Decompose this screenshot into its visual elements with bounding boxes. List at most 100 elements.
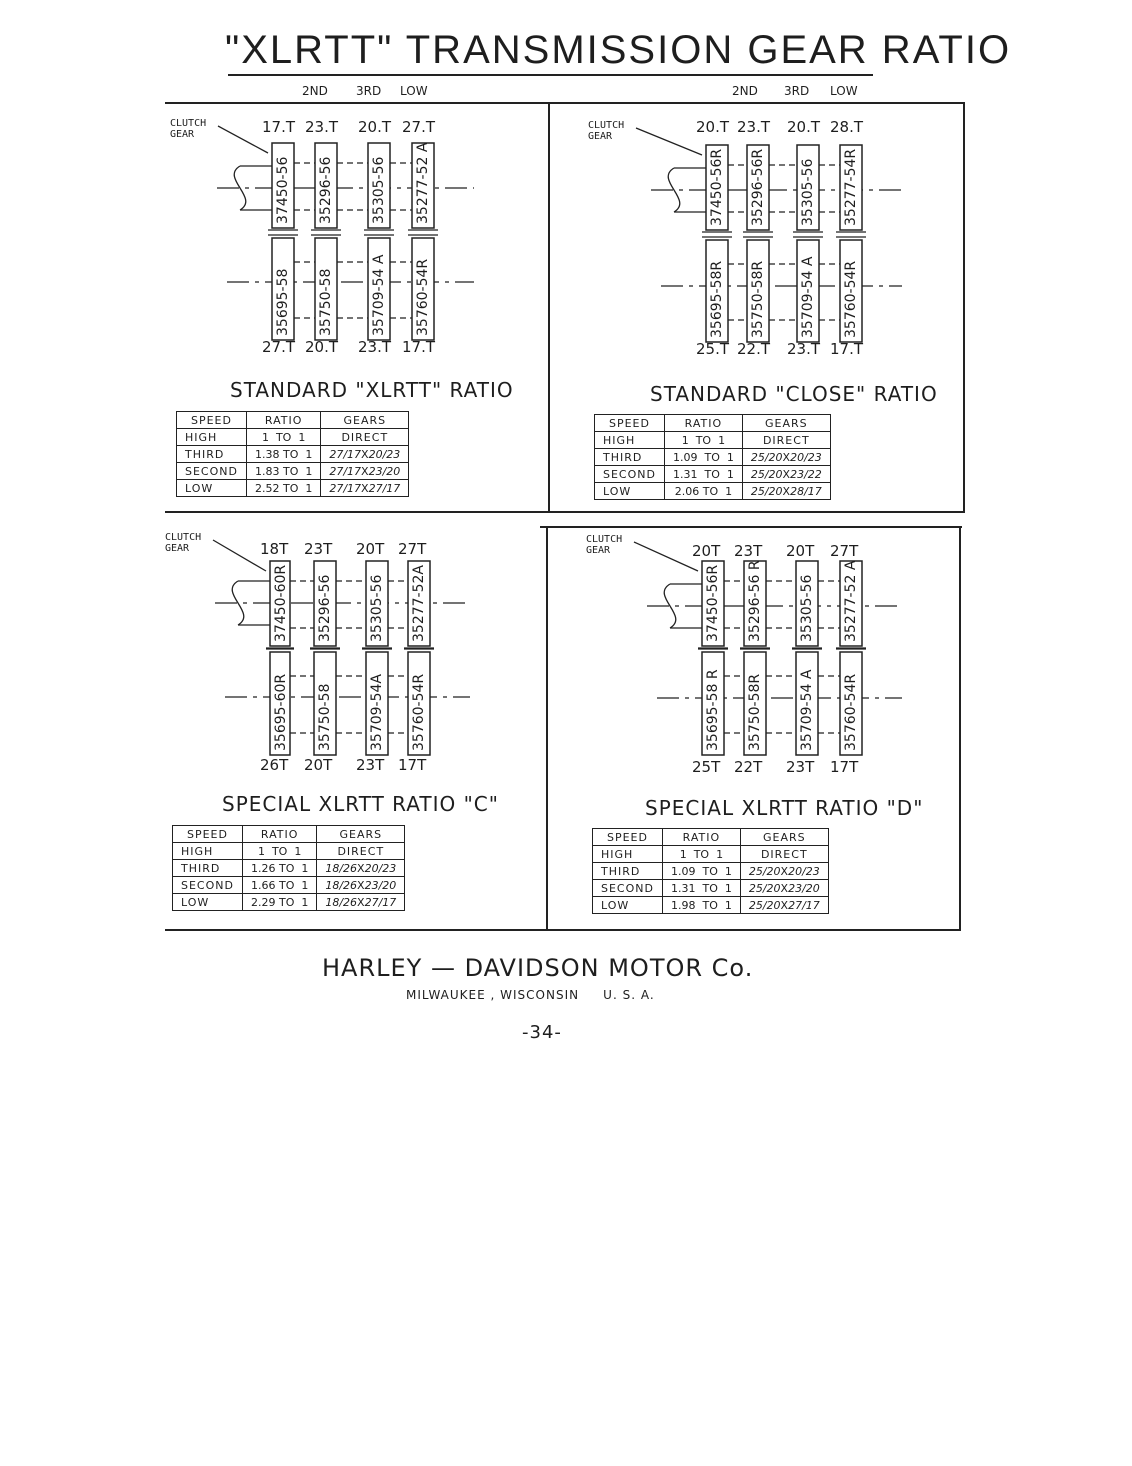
ratio-cell: 1.31 TO 1 [661,879,741,897]
table-header-cell: GEARS [316,825,406,843]
gear-fraction-1: 25/20 [748,864,781,878]
frame-right-line [963,102,965,512]
gear-multiply: X [361,447,369,461]
bottom-teeth-label: 23.T [787,340,821,358]
lower-gear-part-number: 35695-58R [709,260,725,338]
gear-multiply: X [780,864,789,878]
upper-gear-part-number: 35296-56 R [747,560,763,642]
bottom-teeth-label: 22T [734,758,763,776]
ratio-cell: 1 TO 1 [241,842,318,860]
upper-gear-part-number: 35277-54R [843,148,859,226]
gear-fraction-2: 20/23 [790,450,822,464]
speed-cell: THIRD [172,859,243,877]
gear-fraction-2: 20/23 [788,864,820,878]
speed-cell: SECOND [176,462,247,480]
gear-fraction-2: 23/22 [790,467,822,481]
gear-multiply: X [782,484,791,498]
gear-multiply: X [780,898,789,912]
ratio-cell: 1.09 TO 1 [663,448,743,466]
table-header-cell: GEARS [741,414,831,432]
footer-company: HARLEY — DAVIDSON MOTOR Co. [322,954,754,982]
upper-gear-part-number: 37450-60R [273,564,289,642]
gear-multiply: X [780,881,789,895]
frame-bottom-line [165,929,961,931]
upper-gear-part-number: 35296-56 [318,156,334,224]
ratio-cell: 1.31 TO 1 [663,465,743,483]
top-teeth-label: 23.T [305,118,339,136]
table-header-cell: SPEED [594,414,665,432]
speed-cell: SECOND [172,876,243,894]
gear-fraction-2: 27/17 [368,481,401,495]
bottom-teeth-label: 23T [786,758,815,776]
speed-cell: THIRD [176,445,247,463]
lower-gear-part-number: 35709-54 A [799,669,815,751]
speed-cell: SECOND [592,879,663,897]
lower-gear-part-number: 35709-54 A [800,256,816,338]
gears-direct: DIRECT [341,430,389,444]
upper-gear-part-number: 37450-56 [275,156,291,224]
upper-gear-part-number: 35305-56 [369,574,385,642]
table-header-cell: SPEED [592,828,663,846]
gear-multiply: X [782,450,791,464]
frame-top-line [165,102,965,104]
gear-multiply: X [357,878,365,892]
ratio-cell: 2.52 TO 1 [245,479,322,497]
ratio-cell: 2.06 TO 1 [663,482,743,500]
lower-gear-part-number: 35695-58 R [705,669,721,751]
gears-direct: DIRECT [762,433,810,447]
speed-cell: LOW [592,896,663,914]
lower-gear-part-number: 35695-58 [275,268,291,336]
gear-fraction-1: 25/20 [748,881,781,895]
ratio-cell: 1.38 TO 1 [245,445,322,463]
table-header-cell: SPEED [176,411,247,429]
top-teeth-label: 28.T [830,118,864,136]
frame-right-line-bottom [959,526,961,931]
gear-fraction-2: 23/20 [788,881,820,895]
ratio-cell: 1.98 TO 1 [661,896,741,914]
speed-cell: HIGH [176,428,247,446]
bottom-teeth-label: 17T [398,756,427,774]
gear-multiply: X [782,467,791,481]
ratio-caption: SPECIAL XLRTT RATIO "D" [645,796,924,820]
speed-cell: HIGH [592,845,663,863]
top-teeth-label: 17.T [262,118,296,136]
table-header-cell: SPEED [172,825,243,843]
bottom-teeth-label: 20.T [305,338,339,356]
column-header-third: 3RD [784,84,810,98]
clutch-leader-line [217,125,269,154]
lower-gear-part-number: 35709-54 A [371,254,387,336]
page-title: "XLRTT" TRANSMISSION GEAR RATIO [225,28,1012,72]
column-header-second: 2ND [302,84,328,98]
speed-cell: HIGH [594,431,665,449]
speed-cell: LOW [594,482,665,500]
gears-direct: DIRECT [337,844,385,858]
speed-cell: THIRD [592,862,663,880]
ratio-cell: 1.09 TO 1 [661,862,741,880]
footer-location: MILWAUKEE , WISCONSIN U. S. A. [406,988,655,1002]
clutch-hub-curve [667,167,681,213]
bottom-teeth-label: 25.T [696,340,730,358]
bottom-teeth-label: 17.T [830,340,864,358]
upper-gear-part-number: 35296-56 [317,574,333,642]
bottom-teeth-label: 20T [304,756,333,774]
top-teeth-label: 23T [734,542,763,560]
frame-middle-line [165,511,965,513]
table-header-cell: RATIO [663,414,743,432]
table-header-cell: GEARS [320,411,410,429]
gear-fraction-1: 18/26 [325,895,358,909]
